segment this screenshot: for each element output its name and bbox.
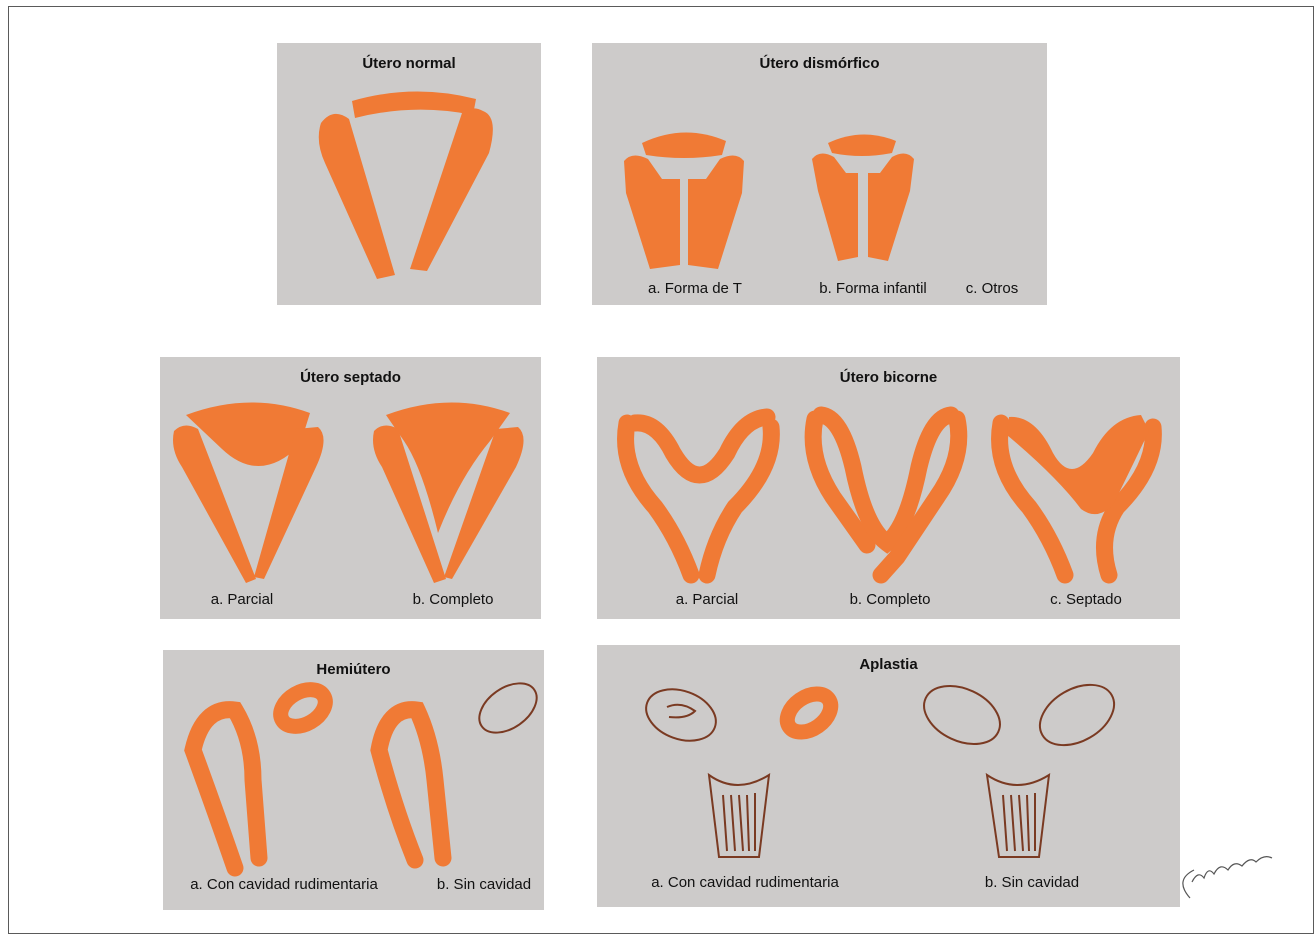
caption-septate: c. Septado (1050, 591, 1122, 608)
panel-dysmorphic-uterus: Útero dismórfico a. Forma de T b. Forma … (592, 43, 1047, 305)
dysmorphic-uterus-icon (592, 43, 1047, 305)
hemi-uterus-icon (163, 650, 544, 910)
signature-icon (1170, 840, 1290, 910)
panel-unicornuate-uterus: Hemiútero a. Con cavidad rudimentaria b.… (163, 650, 544, 910)
caption-complete: b. Completo (413, 591, 494, 608)
caption-partial: a. Parcial (211, 591, 274, 608)
caption-rudimentary-cavity: a. Con cavidad rudimentaria (190, 876, 378, 893)
caption-partial: a. Parcial (676, 591, 739, 608)
caption-others: c. Otros (966, 280, 1019, 297)
panel-aplasia: Aplastia a. Con cavidad rudimentaria b. … (597, 645, 1180, 907)
caption-t-shaped: a. Forma de T (648, 280, 742, 297)
caption-no-cavity: b. Sin cavidad (437, 876, 531, 893)
caption-rudimentary-cavity: a. Con cavidad rudimentaria (651, 874, 839, 891)
aplasia-icon (597, 645, 1180, 907)
panel-normal-uterus: Útero normal (277, 43, 541, 305)
septate-uterus-icon (160, 357, 541, 619)
bicornuate-uterus-icon (597, 357, 1180, 619)
caption-complete: b. Completo (850, 591, 931, 608)
panel-bicornuate-uterus: Útero bicorne a. Parcial b. Completo c. … (597, 357, 1180, 619)
panel-septate-uterus: Útero septado a. Parcial b. Completo (160, 357, 541, 619)
caption-infantile: b. Forma infantil (819, 280, 927, 297)
caption-no-cavity: b. Sin cavidad (985, 874, 1079, 891)
normal-uterus-icon (277, 43, 541, 305)
